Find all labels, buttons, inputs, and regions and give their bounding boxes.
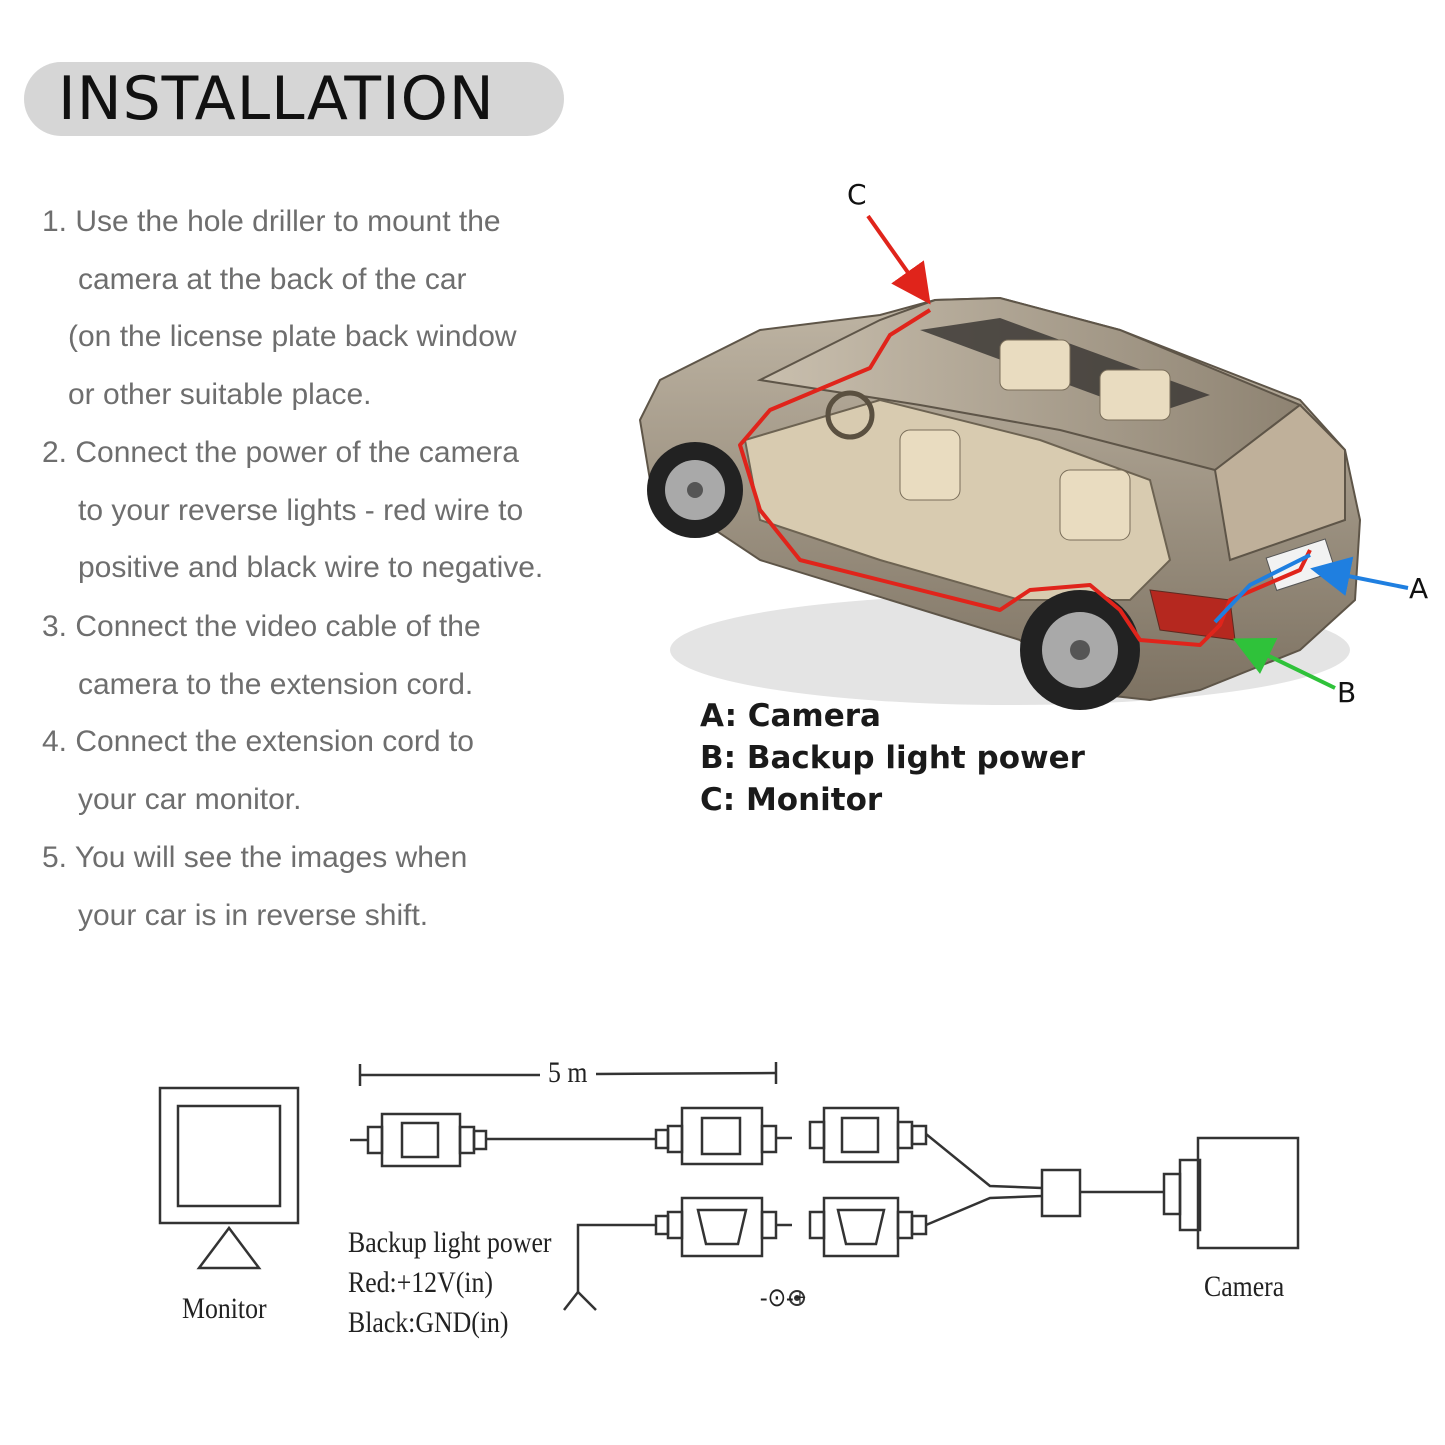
connector-flange: [666, 1210, 684, 1240]
dimension-line: [595, 1071, 777, 1076]
step-line: your car monitor.: [78, 783, 302, 816]
step-line: 5. You will see the images when: [42, 841, 468, 874]
wiring-schematic: [158, 1062, 1300, 1311]
step-line: positive and black wire to negative.: [78, 551, 544, 584]
connector-window: [400, 1121, 440, 1159]
step-line: to your reverse lights - red wire to: [78, 494, 524, 527]
power-lead: [576, 1223, 656, 1292]
step-line: camera at the back of the car: [78, 263, 467, 296]
connector-flange: [896, 1210, 914, 1240]
seat: [899, 429, 961, 501]
power-lead-split: [563, 1291, 579, 1311]
power-lead-split: [577, 1291, 597, 1311]
connector-flange: [760, 1124, 778, 1154]
camera-label: Camera: [1204, 1270, 1285, 1303]
connector-window: [836, 1208, 886, 1246]
legend-monitor: C: Monitor: [700, 782, 883, 818]
dc-polarity-label: -⊙-+: [760, 1283, 807, 1312]
connector-window: [696, 1208, 748, 1246]
connector-body: [822, 1106, 900, 1164]
car-interior: [743, 398, 1172, 601]
power-label-red: Red:+12V(in): [348, 1266, 493, 1299]
legend-camera: A: Camera: [700, 698, 881, 734]
power-cable: [925, 1194, 1043, 1227]
connector-window: [840, 1116, 880, 1154]
wire-route: [738, 308, 1312, 647]
dimension-label: 5 m: [548, 1056, 588, 1089]
connector-window: [700, 1116, 742, 1156]
step-line: (on the license plate back window: [68, 320, 517, 353]
connector-grip: [910, 1124, 928, 1146]
monitor-frame: [158, 1086, 300, 1225]
power-arrow: [1232, 637, 1336, 690]
connector-flange: [666, 1124, 684, 1154]
connector-flange: [896, 1120, 914, 1150]
car-cutaway-illustration: [638, 214, 1409, 710]
connector-flange: [760, 1210, 778, 1240]
callout-b: B: [1337, 676, 1357, 709]
camera-cable: [925, 1133, 1043, 1190]
monitor-label: Monitor: [182, 1292, 267, 1325]
connector-grip: [654, 1214, 670, 1236]
step-line: 2. Connect the power of the camera: [42, 436, 519, 469]
connector-body: [680, 1106, 764, 1166]
callout-a: A: [1409, 572, 1429, 605]
connector-flange: [366, 1125, 384, 1155]
seat: [999, 339, 1071, 391]
cable-junction: [1040, 1168, 1082, 1218]
connector-body: [822, 1196, 900, 1258]
monitor-arrow: [866, 214, 931, 305]
step-line: your car is in reverse shift.: [78, 899, 429, 932]
legend-backup-power: B: Backup light power: [700, 740, 1085, 776]
step-line: 4. Connect the extension cord to: [42, 725, 474, 758]
camera-body: [1196, 1136, 1300, 1250]
power-label-title: Backup light power: [348, 1226, 552, 1259]
connector-grip: [910, 1214, 928, 1236]
connector-grip: [472, 1129, 488, 1151]
connector-body: [680, 1196, 764, 1258]
steering-wheel: [825, 390, 875, 440]
connector-flange: [808, 1210, 826, 1240]
step-line: camera to the extension cord.: [78, 668, 474, 701]
rear-wheel: [1020, 590, 1140, 710]
title-pill: [24, 62, 564, 136]
connector-grip: [654, 1128, 670, 1150]
rear-window: [1213, 403, 1346, 562]
seat: [1059, 469, 1131, 541]
camera-wire: [1213, 553, 1311, 624]
front-wheel: [647, 442, 743, 538]
page-title: INSTALLATION: [58, 64, 495, 134]
connector-flange: [808, 1120, 826, 1150]
dc-polarity-symbol: [789, 1290, 805, 1306]
connector-flange: [458, 1125, 476, 1155]
installation-steps: 1. Use the hole driller to mount the cam…: [0, 0, 640, 960]
step-line: 3. Connect the video cable of the: [42, 610, 481, 643]
step-line: 1. Use the hole driller to mount the: [42, 205, 501, 238]
camera-lens-housing: [1178, 1158, 1202, 1232]
callout-c: C: [847, 178, 867, 211]
monitor-stand: [196, 1225, 262, 1270]
power-label-black: Black:GND(in): [348, 1306, 509, 1339]
monitor-screen: [176, 1104, 282, 1208]
camera-mount: [1162, 1172, 1182, 1216]
step-line: or other suitable place.: [68, 378, 372, 411]
seat: [1099, 369, 1171, 421]
camera-arrow: [1310, 556, 1409, 596]
